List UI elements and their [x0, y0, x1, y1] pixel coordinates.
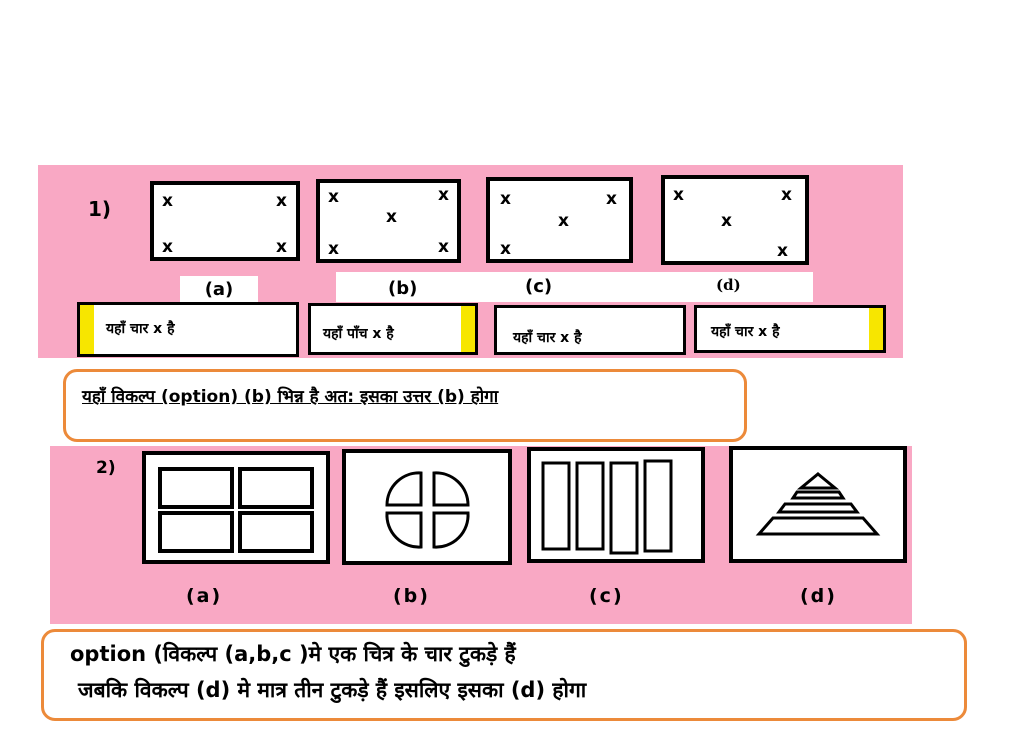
x-mark: x: [438, 237, 449, 257]
vertical-bars-figure: [541, 459, 673, 555]
option-d-note-text: यहाँ चार x है: [711, 324, 780, 340]
x-mark: x: [328, 239, 339, 259]
option-c-note: यहाँ चार x है: [494, 305, 686, 355]
highlight-bar: [461, 306, 475, 352]
option-d-note: यहाँ चार x है: [694, 305, 886, 353]
x-mark: x: [276, 237, 287, 257]
pyramid-figure: [755, 472, 881, 536]
answer-callout-2: option (विकल्प (a,b,c )मे एक चित्र के चा…: [41, 629, 967, 721]
x-mark: x: [781, 185, 792, 205]
label-strip: [336, 272, 813, 302]
x-mark: x: [500, 239, 511, 259]
option-c-box: x x x x: [486, 177, 633, 263]
figure-a-label: (a): [186, 585, 223, 607]
figure-d-label: (d): [800, 585, 837, 607]
answer-1-text: यहाँ विकल्प (option) (b) भिन्न है अत: इस…: [82, 387, 499, 407]
x-mark: x: [777, 241, 788, 261]
option-b-box: x x x x x: [316, 179, 461, 263]
four-rectangles-figure: [158, 467, 314, 553]
x-mark: x: [721, 211, 732, 231]
option-d-box: x x x x: [661, 175, 809, 265]
x-mark: x: [328, 187, 339, 207]
x-mark: x: [673, 185, 684, 205]
option-d-label: (d): [716, 276, 741, 294]
quartered-circle-figure: [385, 471, 470, 549]
figure-b: [342, 449, 512, 565]
answer-2-line-2: जबकि विकल्प (d) मे मात्र तीन टुकड़े हैं …: [78, 678, 587, 702]
figure-a: [142, 451, 330, 564]
option-a-note-text: यहाँ चार x है: [106, 321, 175, 337]
option-a-label: (a): [180, 276, 258, 302]
x-mark: x: [558, 211, 569, 231]
figure-c-label: (c): [589, 585, 624, 607]
figure-b-label: (b): [393, 585, 430, 607]
x-mark: x: [500, 189, 511, 209]
option-b-note-text: यहाँ पाँच x है: [323, 326, 394, 342]
x-mark: x: [438, 185, 449, 205]
x-mark: x: [162, 191, 173, 211]
highlight-bar: [869, 308, 883, 350]
option-c-note-text: यहाँ चार x है: [513, 330, 582, 346]
answer-callout-1: यहाँ विकल्प (option) (b) भिन्न है अत: इस…: [63, 369, 747, 442]
option-b-label: (b): [388, 278, 418, 299]
question-2-number: 2): [96, 458, 116, 478]
option-a-note: यहाँ चार x है: [77, 302, 299, 357]
question-1-number: 1): [88, 197, 112, 221]
x-mark: x: [606, 189, 617, 209]
x-mark: x: [162, 237, 173, 257]
highlight-bar: [80, 305, 94, 354]
x-mark: x: [276, 191, 287, 211]
figure-d: [729, 446, 907, 563]
figure-c: [527, 447, 705, 563]
answer-2-line-1: option (विकल्प (a,b,c )मे एक चित्र के चा…: [70, 642, 516, 666]
option-c-label: (c): [525, 276, 553, 297]
option-b-note: यहाँ पाँच x है: [308, 303, 478, 355]
option-a-box: x x x x: [150, 181, 300, 261]
x-mark: x: [386, 207, 397, 227]
